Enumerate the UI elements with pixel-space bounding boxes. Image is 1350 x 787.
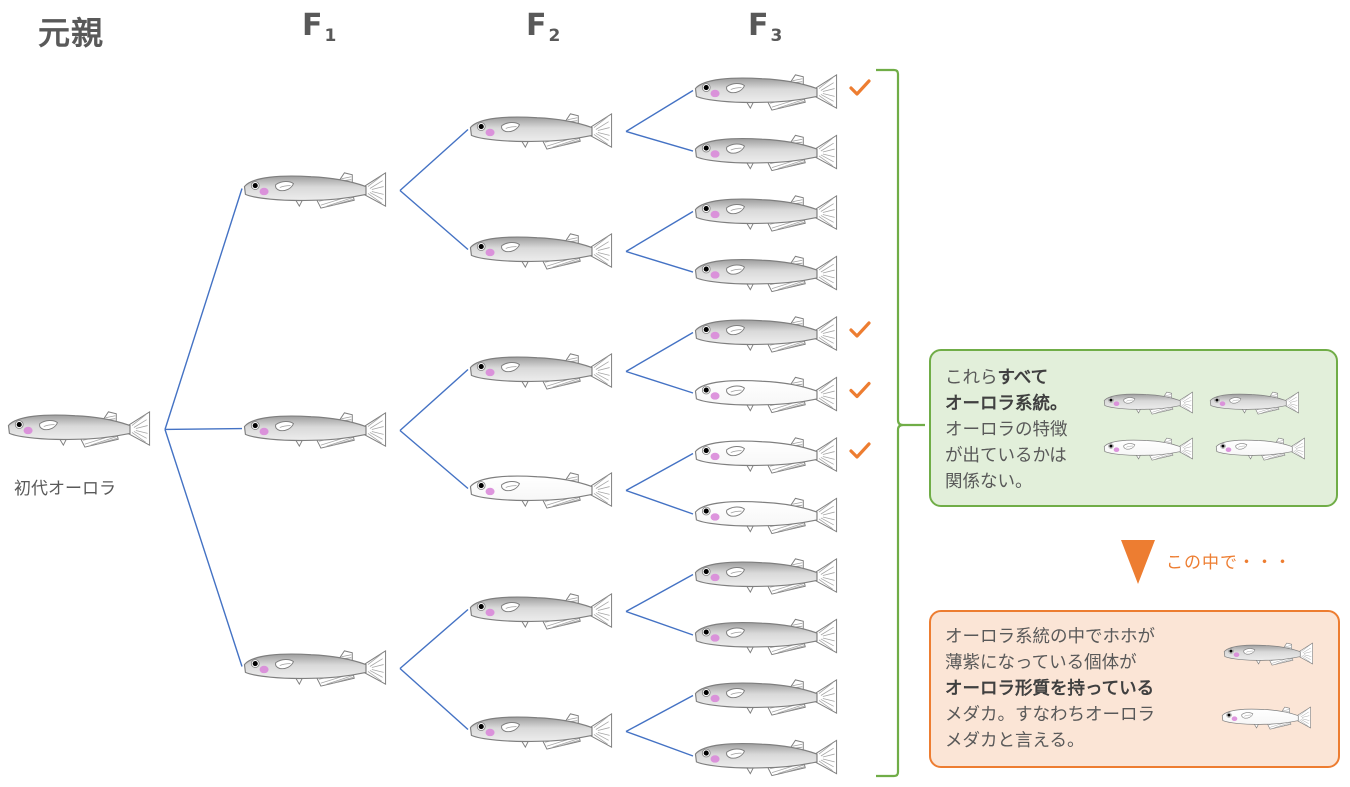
f1-fish-1 [243, 172, 387, 209]
f3-fish-1 [694, 74, 838, 111]
f3-fish-10 [694, 618, 838, 656]
checkmark-group [849, 79, 871, 459]
down-arrow-icon [1121, 540, 1155, 584]
checkmark-icon-1 [849, 79, 871, 96]
f3-fish-3 [694, 195, 838, 232]
green-box-line-2: オーロラ系統。 [945, 391, 1336, 417]
fish-group [7, 74, 838, 777]
parent-fish-label: 初代オーロラ [14, 479, 116, 499]
lineage-line-f2-f3-2 [625, 130, 694, 152]
lineage-line-f2-f3-3 [625, 210, 694, 253]
orange-box-line-3: オーロラ形質を持っている [945, 676, 1338, 702]
f2-fish-1 [469, 113, 613, 150]
f2-fish-2 [469, 233, 613, 270]
f3-fish-12 [694, 739, 838, 777]
f2-fish-6 [469, 713, 613, 750]
orange-box-line-5: メダカと言える。 [945, 731, 1085, 751]
lineage-line-f2-f3-12 [625, 730, 694, 757]
green-box-line-2-punct: 。 [1050, 394, 1068, 414]
lineage-line-f1-f2-1 [399, 128, 469, 192]
f3-fish-6 [694, 376, 838, 414]
f3-title-subscript: 3 [770, 26, 784, 46]
lineage-lines [164, 89, 694, 757]
f2-fish-3 [469, 353, 613, 390]
lineage-line-p-f1-2 [164, 427, 243, 431]
green-box-line-1: これらすべて [945, 365, 1336, 391]
f3-group-bracket [876, 68, 925, 778]
lineage-line-f1-f2-2 [399, 189, 469, 251]
lineage-line-f2-f3-8 [625, 489, 694, 515]
parent-generation-title: 元親 [38, 14, 105, 52]
f1-title-subscript: 1 [324, 26, 338, 46]
f3-fish-2 [694, 134, 838, 172]
checkmark-icon-5 [849, 321, 871, 338]
f3-generation-title: F3 [748, 8, 783, 46]
aurora-trait-info-box: オーロラ系統の中でホホが 薄紫になっている個体が オーロラ形質を持っている メダ… [929, 610, 1340, 768]
lineage-line-f1-f2-6 [399, 667, 469, 731]
orange-box-line-2: 薄紫になっている個体が [945, 653, 1137, 673]
green-box-line-1-a: これら [945, 368, 998, 388]
f1-fish-3 [243, 650, 387, 687]
green-box-line-1-bold: すべて [997, 368, 1049, 388]
green-box-line-3: オーロラの特徴 [945, 420, 1068, 440]
arrow-note-label: この中で・・・ [1166, 553, 1292, 573]
f2-generation-title: F2 [526, 8, 561, 46]
lineage-line-f1-f2-3 [399, 368, 469, 432]
lineage-line-f2-f3-1 [625, 89, 694, 133]
f1-title-base: F [302, 8, 324, 43]
checkmark-icon-6 [849, 381, 871, 399]
f1-fish-2 [243, 412, 387, 449]
f3-fish-7 [694, 437, 838, 474]
orange-box-line-3-bold: オーロラ形質を持っている [945, 679, 1155, 699]
green-box-line-5: 関係ない。 [945, 472, 1033, 492]
lineage-line-p-f1-1 [164, 188, 243, 430]
lineage-line-f1-f2-4 [399, 429, 469, 490]
f2-title-base: F [526, 8, 548, 43]
f2-title-subscript: 2 [548, 26, 562, 46]
f3-title-base: F [748, 8, 770, 43]
aurora-line-info-box: これらすべて オーロラ系統。 オーロラの特徴 が出ているかは 関係ない。 [929, 349, 1338, 507]
lineage-line-f2-f3-4 [625, 250, 694, 273]
f3-fish-4 [694, 255, 838, 293]
orange-box-line-1: オーロラ系統の中でホホが [945, 627, 1155, 647]
green-box-line-2-bold: オーロラ系統 [945, 394, 1050, 414]
f2-fish-5 [469, 593, 613, 630]
green-box-line-4: が出ているかは [945, 446, 1067, 466]
lineage-line-f2-f3-6 [625, 370, 694, 394]
lineage-line-p-f1-3 [164, 429, 243, 667]
f3-fish-8 [694, 497, 838, 535]
f3-fish-11 [694, 679, 838, 716]
lineage-line-f2-f3-11 [625, 694, 694, 733]
parent-fish [7, 411, 151, 448]
checkmark-icon-7 [849, 442, 871, 459]
lineage-line-f2-f3-10 [625, 610, 694, 636]
f3-fish-9 [694, 558, 838, 595]
lineage-line-f2-f3-7 [625, 452, 694, 492]
lineage-line-f2-f3-9 [625, 573, 694, 613]
orange-box-line-4: メダカ。すなわちオーロラ [945, 705, 1155, 725]
f1-generation-title: F1 [302, 8, 337, 46]
f2-fish-4 [469, 472, 613, 509]
lineage-line-f1-f2-5 [399, 608, 469, 670]
f3-fish-5 [694, 316, 838, 353]
lineage-line-f2-f3-5 [625, 331, 694, 373]
